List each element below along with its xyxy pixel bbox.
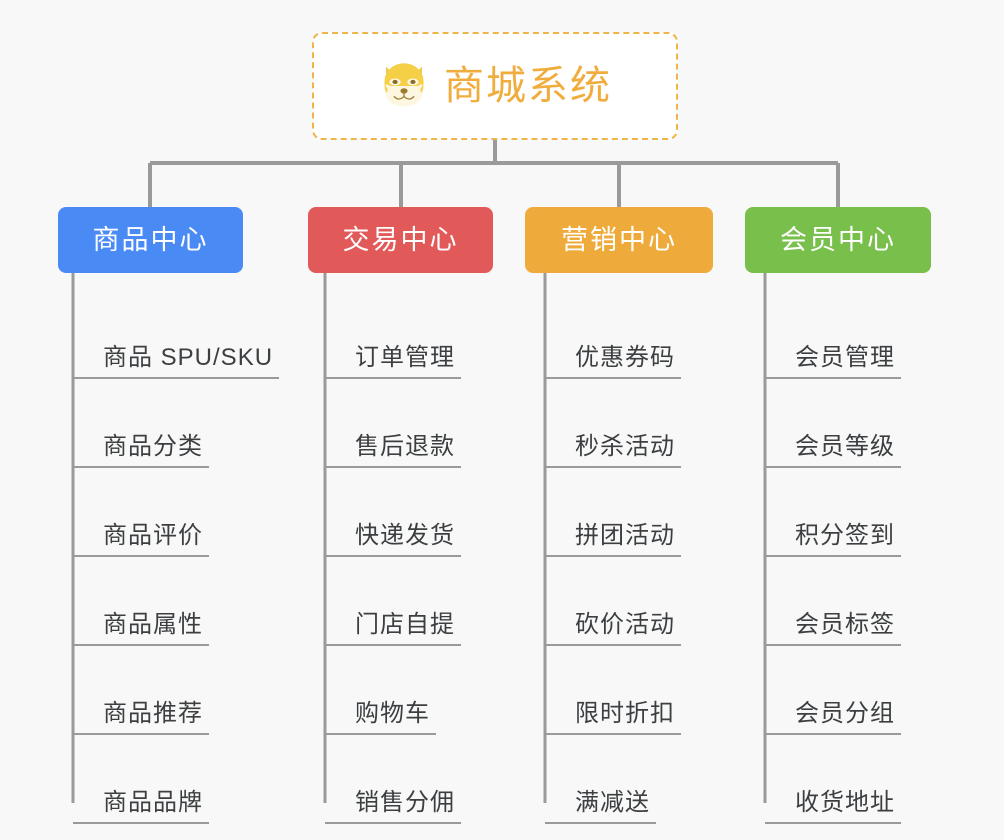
leaf-label: 订单管理 bbox=[325, 344, 461, 379]
list-item[interactable]: 限时折扣 bbox=[545, 646, 681, 735]
leaf-label: 销售分佣 bbox=[325, 789, 461, 824]
leaf-label: 购物车 bbox=[325, 700, 436, 735]
list-item[interactable]: 会员标签 bbox=[765, 557, 901, 646]
leaf-label: 商品品牌 bbox=[73, 789, 209, 824]
list-item[interactable]: 售后退款 bbox=[325, 379, 461, 468]
list-item[interactable]: 订单管理 bbox=[325, 290, 461, 379]
list-item[interactable]: 积分签到 bbox=[765, 468, 901, 557]
list-item[interactable]: 门店自提 bbox=[325, 557, 461, 646]
list-item[interactable]: 商品 SPU/SKU bbox=[73, 290, 280, 379]
leaf-label: 积分签到 bbox=[765, 522, 901, 557]
dog-face-icon bbox=[384, 63, 424, 107]
list-item[interactable]: 快递发货 bbox=[325, 468, 461, 557]
leaf-label: 快递发货 bbox=[325, 522, 461, 557]
leaf-label: 售后退款 bbox=[325, 433, 461, 468]
leaf-label: 砍价活动 bbox=[545, 611, 681, 646]
category-label: 商品中心 bbox=[92, 224, 209, 255]
category-box-trade[interactable]: 交易中心 bbox=[308, 207, 493, 273]
list-item[interactable]: 优惠券码 bbox=[545, 290, 681, 379]
leaf-label: 收货地址 bbox=[765, 789, 901, 824]
category-box-member[interactable]: 会员中心 bbox=[745, 207, 931, 273]
category-label: 交易中心 bbox=[342, 224, 459, 255]
leaf-column-marketing: 优惠券码 秒杀活动 拼团活动 砍价活动 限时折扣 满减送 bbox=[545, 290, 681, 824]
list-item[interactable]: 商品属性 bbox=[73, 557, 279, 646]
leaf-label: 会员分组 bbox=[765, 700, 901, 735]
leaf-label: 秒杀活动 bbox=[545, 433, 681, 468]
leaf-column-product: 商品 SPU/SKU 商品分类 商品评价 商品属性 商品推荐 商品品牌 bbox=[73, 290, 280, 824]
list-item[interactable]: 拼团活动 bbox=[545, 468, 681, 557]
leaf-label: 商品评价 bbox=[73, 522, 209, 557]
list-item[interactable]: 砍价活动 bbox=[545, 557, 681, 646]
category-label: 会员中心 bbox=[780, 224, 896, 255]
list-item[interactable]: 商品评价 bbox=[73, 468, 279, 557]
category-box-product[interactable]: 商品中心 bbox=[58, 207, 243, 273]
leaf-label: 满减送 bbox=[545, 789, 656, 824]
list-item[interactable]: 会员等级 bbox=[765, 379, 901, 468]
list-item[interactable]: 秒杀活动 bbox=[545, 379, 681, 468]
leaf-label: 拼团活动 bbox=[545, 522, 681, 557]
category-label: 营销中心 bbox=[561, 224, 677, 255]
leaf-label: 会员管理 bbox=[765, 344, 901, 379]
list-item[interactable]: 会员分组 bbox=[765, 646, 901, 735]
leaf-label: 商品属性 bbox=[73, 611, 209, 646]
leaf-label: 优惠券码 bbox=[545, 344, 681, 379]
root-title: 商城系统 bbox=[444, 64, 612, 108]
list-item[interactable]: 商品品牌 bbox=[73, 735, 279, 824]
leaf-label: 会员标签 bbox=[765, 611, 901, 646]
list-item[interactable]: 商品分类 bbox=[73, 379, 279, 468]
list-item[interactable]: 购物车 bbox=[325, 646, 461, 735]
leaf-label: 门店自提 bbox=[325, 611, 461, 646]
leaf-label: 会员等级 bbox=[765, 433, 901, 468]
leaf-column-trade: 订单管理 售后退款 快递发货 门店自提 购物车 销售分佣 bbox=[325, 290, 461, 824]
list-item[interactable]: 收货地址 bbox=[765, 735, 901, 824]
list-item[interactable]: 会员管理 bbox=[765, 290, 901, 379]
category-box-marketing[interactable]: 营销中心 bbox=[525, 207, 713, 273]
leaf-label: 商品分类 bbox=[73, 433, 209, 468]
leaf-label: 商品 SPU/SKU bbox=[73, 344, 280, 379]
list-item[interactable]: 满减送 bbox=[545, 735, 681, 824]
list-item[interactable]: 销售分佣 bbox=[325, 735, 461, 824]
leaf-label: 商品推荐 bbox=[73, 700, 209, 735]
root-node[interactable]: 商城系统 bbox=[312, 32, 678, 140]
leaf-column-member: 会员管理 会员等级 积分签到 会员标签 会员分组 收货地址 bbox=[765, 290, 901, 824]
list-item[interactable]: 商品推荐 bbox=[73, 646, 279, 735]
leaf-label: 限时折扣 bbox=[545, 700, 681, 735]
